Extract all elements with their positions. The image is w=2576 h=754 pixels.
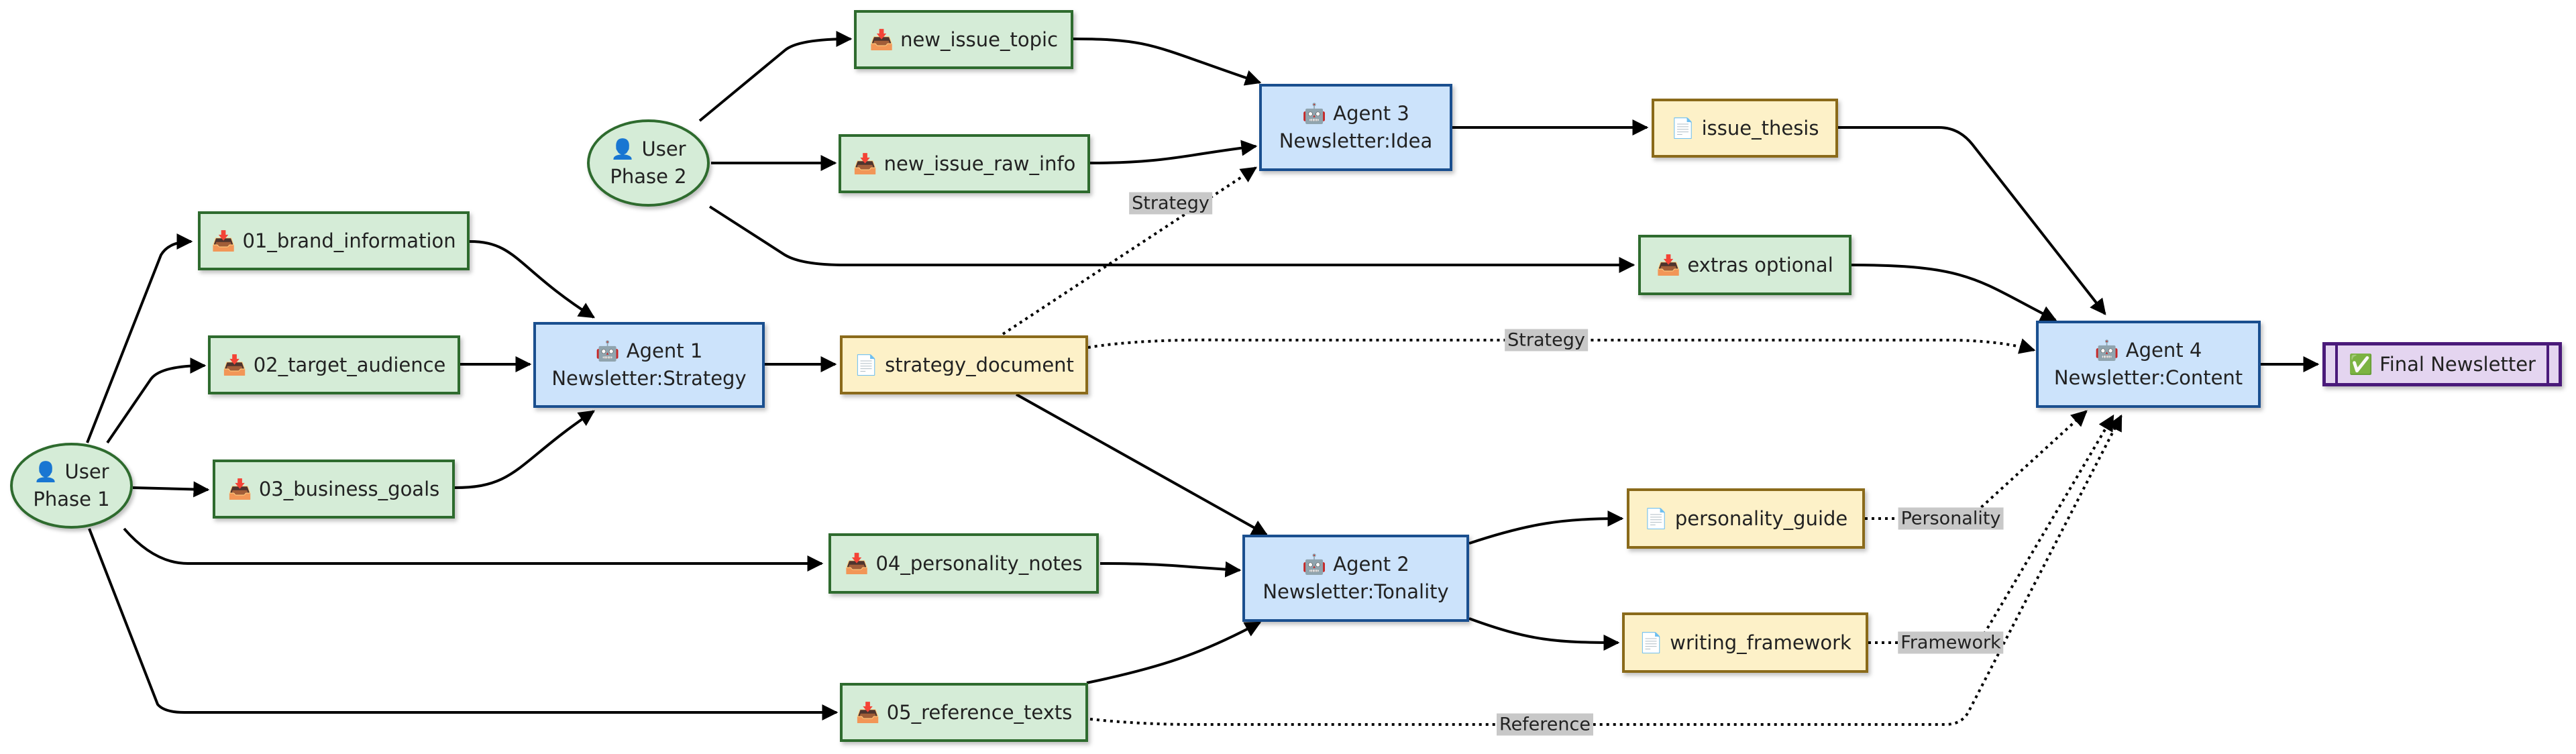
document-icon: 📄	[854, 353, 879, 376]
personality-guide-node[interactable]: 📄personality_guide	[1627, 488, 1865, 549]
edge-reference-agent2	[1086, 621, 1262, 684]
edge-thesis-agent4	[1838, 126, 2106, 315]
edge-user1-brand	[86, 233, 193, 443]
robot-icon: 🤖	[595, 339, 620, 363]
inbox-tray-icon: 📥	[853, 152, 877, 175]
target-audience-node[interactable]: 📥02_target_audience	[208, 335, 460, 394]
document-icon: 📄	[1644, 506, 1668, 530]
reference-texts-node[interactable]: 📥05_reference_texts	[840, 683, 1088, 742]
edge-label-strategy-agent4: Strategy	[1505, 329, 1588, 352]
check-mark-icon: ✅	[2349, 352, 2373, 376]
edge-user1-audience	[106, 358, 207, 444]
edge-agent2-personality	[1468, 510, 1624, 545]
personality-notes-node[interactable]: 📥04_personality_notes	[828, 533, 1099, 594]
issue-thesis-node[interactable]: 📄issue_thesis	[1652, 99, 1838, 158]
new-issue-raw-info-node[interactable]: 📥new_issue_raw_info	[839, 134, 1090, 193]
new-issue-topic-node[interactable]: 📥new_issue_topic	[854, 10, 1073, 69]
edge-user2-extras	[708, 205, 1635, 273]
inbox-tray-icon: 📥	[869, 28, 894, 51]
user-phase2-node[interactable]: 👤User Phase 2	[587, 119, 710, 207]
edge-user1-reference	[88, 528, 839, 720]
business-goals-node[interactable]: 📥03_business_goals	[213, 460, 455, 519]
edge-label-reference: Reference	[1497, 713, 1593, 736]
edge-goals-agent1	[454, 410, 595, 489]
user-icon: 👤	[34, 460, 58, 484]
agent2-tonality-node[interactable]: 🤖Agent 2 Newsletter:Tonality	[1242, 535, 1469, 622]
edge-agent2-framework	[1468, 617, 1620, 651]
agent3-idea-node[interactable]: 🤖Agent 3 Newsletter:Idea	[1259, 84, 1452, 171]
edge-strategy-agent4-dotted	[1087, 338, 2036, 354]
inbox-tray-icon: 📥	[1656, 253, 1681, 276]
edge-brand-agent1	[469, 240, 596, 319]
edge-reference-agent4-dotted	[1089, 414, 2123, 726]
robot-icon: 🤖	[1302, 553, 1327, 576]
edge-label-personality: Personality	[1898, 507, 2004, 530]
inbox-tray-icon: 📥	[222, 353, 247, 376]
edge-strategy-agent2	[1016, 393, 1269, 536]
edge-user1-personality	[123, 527, 824, 572]
inbox-tray-icon: 📥	[227, 477, 252, 500]
brand-information-node[interactable]: 📥01_brand_information	[198, 211, 470, 270]
edge-topic-agent3	[1073, 38, 1262, 86]
edge-user1-goals	[132, 481, 210, 498]
inbox-tray-icon: 📥	[845, 551, 869, 575]
document-icon: 📄	[1670, 116, 1695, 140]
strategy-document-node[interactable]: 📄strategy_document	[840, 335, 1088, 394]
writing-framework-node[interactable]: 📄writing_framework	[1622, 612, 1868, 673]
robot-icon: 🤖	[2094, 339, 2119, 362]
extras-optional-node[interactable]: 📥extras optional	[1638, 235, 1851, 295]
robot-icon: 🤖	[1302, 102, 1327, 125]
inbox-tray-icon: 📥	[211, 229, 236, 252]
inbox-tray-icon: 📥	[855, 700, 880, 724]
user-icon: 👤	[610, 138, 635, 161]
agent4-content-node[interactable]: 🤖Agent 4 Newsletter:Content	[2036, 321, 2261, 408]
agent1-strategy-node[interactable]: 🤖Agent 1 Newsletter:Strategy	[533, 322, 765, 408]
edge-label-strategy-agent3: Strategy	[1129, 192, 1212, 215]
user-phase1-node[interactable]: 👤User Phase 1	[10, 443, 133, 529]
edge-label-framework: Framework	[1898, 631, 2004, 654]
document-icon: 📄	[1639, 631, 1664, 654]
edge-personality-agent4-dotted	[1865, 410, 2088, 520]
final-newsletter-node[interactable]: ✅Final Newsletter	[2322, 342, 2562, 386]
edge-extras-agent4	[1851, 264, 2057, 321]
edge-rawinfo-agent3	[1089, 140, 1258, 164]
edge-user2-topic	[698, 31, 853, 122]
edge-personality-notes-agent2	[1099, 561, 1242, 578]
